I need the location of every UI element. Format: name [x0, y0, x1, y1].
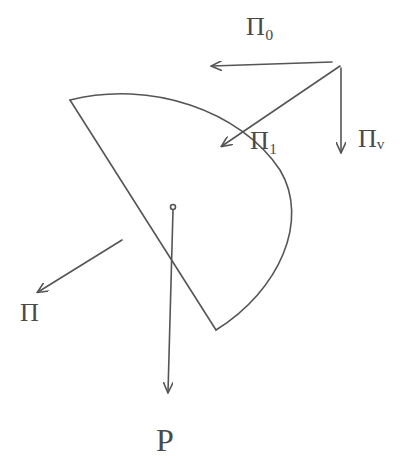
vertical-component-arrow — [340, 68, 342, 152]
force-label: P — [156, 424, 174, 456]
component-label: Πᵥ — [358, 126, 384, 152]
weight-arrow — [168, 210, 173, 392]
semicircle-arc — [70, 94, 292, 330]
component-label: Π₀ — [246, 14, 274, 40]
resultant-arrow — [222, 66, 340, 146]
pressure-arrow — [38, 240, 122, 292]
center-point — [171, 205, 176, 210]
horizontal-component-arrow — [212, 62, 332, 66]
component-label: Π₁ — [250, 128, 278, 154]
force-label: Π — [20, 300, 39, 326]
flat-face — [70, 100, 216, 330]
